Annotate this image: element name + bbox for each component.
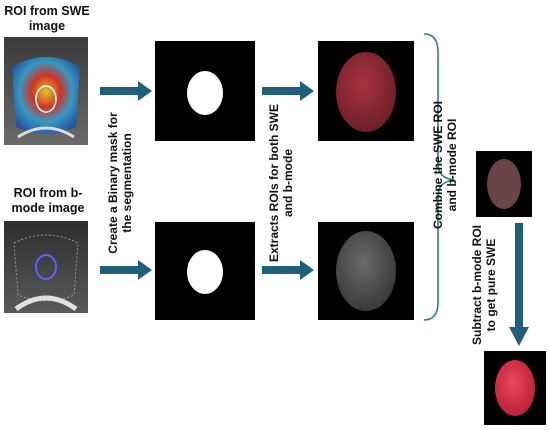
swe-roi-panel <box>318 41 414 141</box>
label-create-mask: Create a Binary mask for the segmentatio… <box>106 112 134 254</box>
label-subtract: Subtract b-mode ROI to get pure SWE <box>470 225 498 346</box>
combine-brace <box>423 33 455 321</box>
arrow-down-subtract <box>509 223 529 346</box>
arrow-to-mask-top <box>100 81 152 101</box>
label-extract-rois: Extracts ROIs for both SWE and b-mode <box>267 103 295 263</box>
arrow-to-mask-bottom <box>100 260 152 280</box>
label-roi-swe: ROI from SWE image <box>4 4 90 33</box>
pure-swe-panel <box>484 351 546 425</box>
arrow-to-roi-top <box>262 81 314 101</box>
swe-ultrasound-image <box>4 37 88 145</box>
binary-mask-bottom <box>155 222 255 320</box>
label-combine: Combine the SWE ROI and b-mode ROI <box>431 101 459 230</box>
combined-roi-panel <box>476 151 532 217</box>
bmode-roi-panel <box>318 222 414 320</box>
bmode-ultrasound-image <box>4 221 88 313</box>
label-roi-bmode: ROI from b-mode image <box>11 186 85 215</box>
binary-mask-top <box>155 41 255 141</box>
arrow-to-roi-bottom <box>262 260 314 280</box>
